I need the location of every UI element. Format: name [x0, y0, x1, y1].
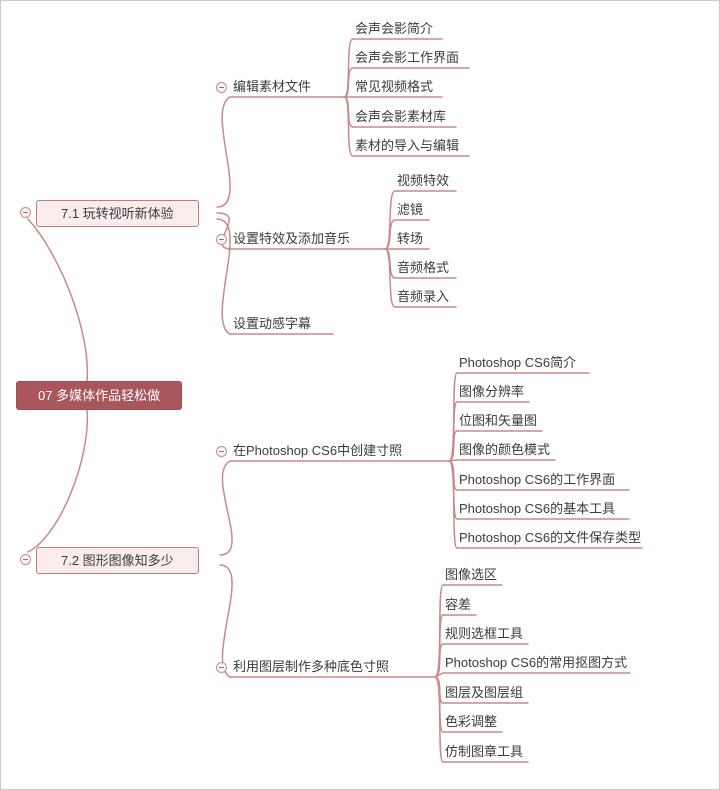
leaf-topic[interactable]: 图像分辨率 — [459, 384, 525, 399]
collapse-icon[interactable] — [216, 82, 227, 93]
subtopic-layers-background[interactable]: 利用图层制作多种底色寸照 — [233, 659, 390, 674]
minus-bar — [219, 666, 224, 669]
leaf-topic[interactable]: 滤镜 — [397, 202, 424, 217]
leaf-topic[interactable]: 会声会影素材库 — [355, 109, 447, 124]
leaf-topic[interactable]: Photoshop CS6的常用抠图方式 — [445, 655, 628, 670]
collapse-icon[interactable] — [20, 554, 31, 565]
branch-topic-7-2[interactable]: 7.2 图形图像知多少 — [36, 547, 199, 574]
collapse-icon[interactable] — [216, 662, 227, 673]
minus-bar — [23, 558, 28, 561]
leaf-topic[interactable]: 音频录入 — [397, 289, 450, 304]
minus-bar — [219, 86, 224, 89]
collapse-icon[interactable] — [216, 446, 227, 457]
leaf-topic[interactable]: 素材的导入与编辑 — [355, 138, 460, 153]
leaf-topic[interactable]: 规则选框工具 — [445, 626, 524, 641]
subtopic-dynamic-subtitles[interactable]: 设置动感字幕 — [233, 316, 312, 331]
leaf-topic[interactable]: 常见视频格式 — [355, 79, 434, 94]
minus-bar — [23, 211, 28, 214]
root-topic[interactable]: 07 多媒体作品轻松做 — [16, 381, 183, 410]
leaf-topic[interactable]: 图层及图层组 — [445, 685, 524, 700]
leaf-topic[interactable]: 会声会影简介 — [355, 21, 434, 36]
leaf-topic[interactable]: 位图和矢量图 — [459, 413, 538, 428]
leaf-topic[interactable]: Photoshop CS6的工作界面 — [459, 472, 616, 487]
subtopic-photoshop-idphoto[interactable]: 在Photoshop CS6中创建寸照 — [233, 443, 403, 458]
collapse-icon[interactable] — [216, 234, 227, 245]
leaf-topic[interactable]: 图像选区 — [445, 567, 498, 582]
leaf-topic[interactable]: 音频格式 — [397, 260, 450, 275]
subtopic-edit-material[interactable]: 编辑素材文件 — [233, 79, 312, 94]
minus-bar — [219, 450, 224, 453]
leaf-topic[interactable]: 图像的颜色模式 — [459, 442, 551, 457]
subtopic-effects-music[interactable]: 设置特效及添加音乐 — [233, 231, 351, 246]
leaf-topic[interactable]: 视频特效 — [397, 173, 450, 188]
leaf-topic[interactable]: Photoshop CS6简介 — [459, 355, 577, 370]
leaf-topic[interactable]: 仿制图章工具 — [445, 744, 524, 759]
leaf-topic[interactable]: 转场 — [397, 231, 424, 246]
minus-bar — [219, 238, 224, 241]
leaf-topic[interactable]: 容差 — [445, 597, 472, 612]
leaf-topic[interactable]: Photoshop CS6的基本工具 — [459, 501, 616, 516]
collapse-icon[interactable] — [20, 207, 31, 218]
branch-topic-7-1[interactable]: 7.1 玩转视听新体验 — [36, 200, 199, 227]
leaf-topic[interactable]: Photoshop CS6的文件保存类型 — [459, 530, 642, 545]
leaf-topic[interactable]: 色彩调整 — [445, 714, 498, 729]
leaf-topic[interactable]: 会声会影工作界面 — [355, 50, 460, 65]
